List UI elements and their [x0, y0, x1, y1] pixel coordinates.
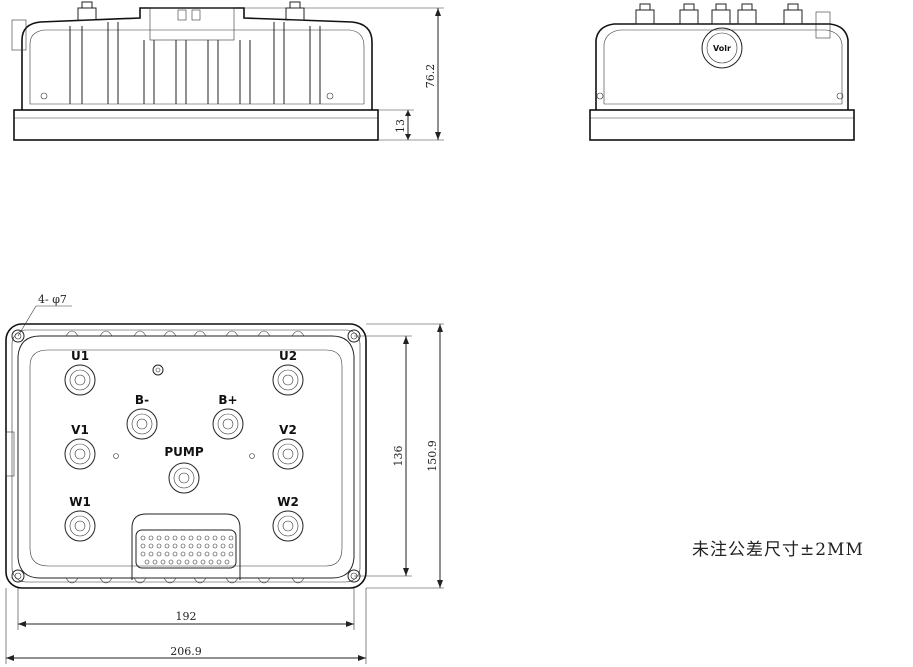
- outer-width-label: 206.9: [170, 645, 202, 658]
- connector-pin: [188, 543, 194, 549]
- connector-pin: [220, 543, 226, 549]
- tolerance-note: 未注公差尺寸±2MM: [692, 540, 864, 560]
- connector-pin: [212, 535, 218, 541]
- connector-pin: [220, 551, 226, 557]
- end-view: Volr: [589, 3, 855, 141]
- logo-text: Volr: [713, 44, 731, 53]
- total-height-label: 76.2: [424, 64, 437, 89]
- vent-plug: [152, 364, 164, 376]
- connector-pin: [180, 551, 186, 557]
- outer-height-label: 150.9: [426, 440, 439, 472]
- connector-pin: [224, 559, 230, 565]
- connector-pin: [140, 543, 146, 549]
- connector-pin: [144, 559, 150, 565]
- connector-pin: [188, 535, 194, 541]
- connector-pin: [172, 543, 178, 549]
- connector-pin: [148, 551, 154, 557]
- connector-pin: [180, 535, 186, 541]
- terminal-b-minus-label: B-: [135, 393, 149, 407]
- connector-pin: [212, 551, 218, 557]
- terminal-b-plus-label: B+: [218, 393, 237, 407]
- connector-pin: [188, 551, 194, 557]
- connector-pin: [212, 543, 218, 549]
- side-view: [11, 1, 379, 141]
- side-base-plate: [13, 109, 379, 141]
- connector-pin: [208, 559, 214, 565]
- connector-pin: [196, 535, 202, 541]
- connector-pin: [156, 543, 162, 549]
- inner-height-label: 136: [392, 446, 405, 467]
- terminal-b-minus: B-: [126, 393, 158, 440]
- connector-pin: [216, 559, 222, 565]
- connector-pin: [180, 543, 186, 549]
- connector-pin: [204, 551, 210, 557]
- side-dimensions: 76.2 13: [244, 7, 444, 141]
- terminal-w1: W1: [64, 495, 96, 542]
- connector-pin: [220, 535, 226, 541]
- terminal-pump-label: PUMP: [164, 445, 203, 459]
- connector-pin: [140, 535, 146, 541]
- terminal-w2-label: W2: [277, 495, 299, 509]
- connector-pin: [156, 551, 162, 557]
- top-view: U1 U2 V1 V2 W1 W2 B- B+: [5, 323, 367, 589]
- connector-pin: [228, 551, 234, 557]
- connector-pin: [148, 543, 154, 549]
- logo-emblem: [701, 27, 743, 69]
- terminal-u2-label: U2: [279, 349, 297, 363]
- terminal-v2: V2: [272, 423, 304, 470]
- terminal-w2: W2: [272, 495, 304, 542]
- connector-pin: [140, 551, 146, 557]
- connector-pin: [172, 551, 178, 557]
- connector-pin: [196, 543, 202, 549]
- terminal-w1-label: W1: [69, 495, 91, 509]
- terminal-v1: V1: [64, 423, 96, 470]
- connector-pin: [164, 551, 170, 557]
- terminal-v2-label: V2: [279, 423, 297, 437]
- connector-pin: [168, 559, 174, 565]
- end-housing: [595, 23, 849, 110]
- connector-pin: [196, 551, 202, 557]
- terminal-u1: U1: [64, 349, 96, 396]
- connector-pin: [204, 543, 210, 549]
- terminal-u1-label: U1: [71, 349, 89, 363]
- hole-callout-label: 4- φ7: [38, 293, 67, 306]
- top-view-dimensions: 4- φ7 136 150.9 192 206.9: [5, 293, 444, 664]
- connector-pin: [164, 535, 170, 541]
- connector-pin: [160, 559, 166, 565]
- connector-pin: [184, 559, 190, 565]
- connector-pin: [200, 559, 206, 565]
- connector-pin: [204, 535, 210, 541]
- connector-pin: [148, 535, 154, 541]
- connector-pin: [156, 535, 162, 541]
- connector-pin: [228, 543, 234, 549]
- terminal-v1-label: V1: [71, 423, 89, 437]
- connector-pin: [228, 535, 234, 541]
- terminal-pump: PUMP: [164, 445, 204, 494]
- terminal-b-plus: B+: [212, 393, 244, 440]
- connector-pin: [192, 559, 198, 565]
- connector-pin: [164, 543, 170, 549]
- connector-pin: [152, 559, 158, 565]
- end-base-plate: [589, 109, 855, 141]
- connector-pin: [176, 559, 182, 565]
- base-height-label: 13: [394, 119, 407, 133]
- inner-width-label: 192: [176, 610, 197, 623]
- connector-pin: [172, 535, 178, 541]
- terminal-u2: U2: [272, 349, 304, 396]
- signal-connector: [131, 513, 241, 580]
